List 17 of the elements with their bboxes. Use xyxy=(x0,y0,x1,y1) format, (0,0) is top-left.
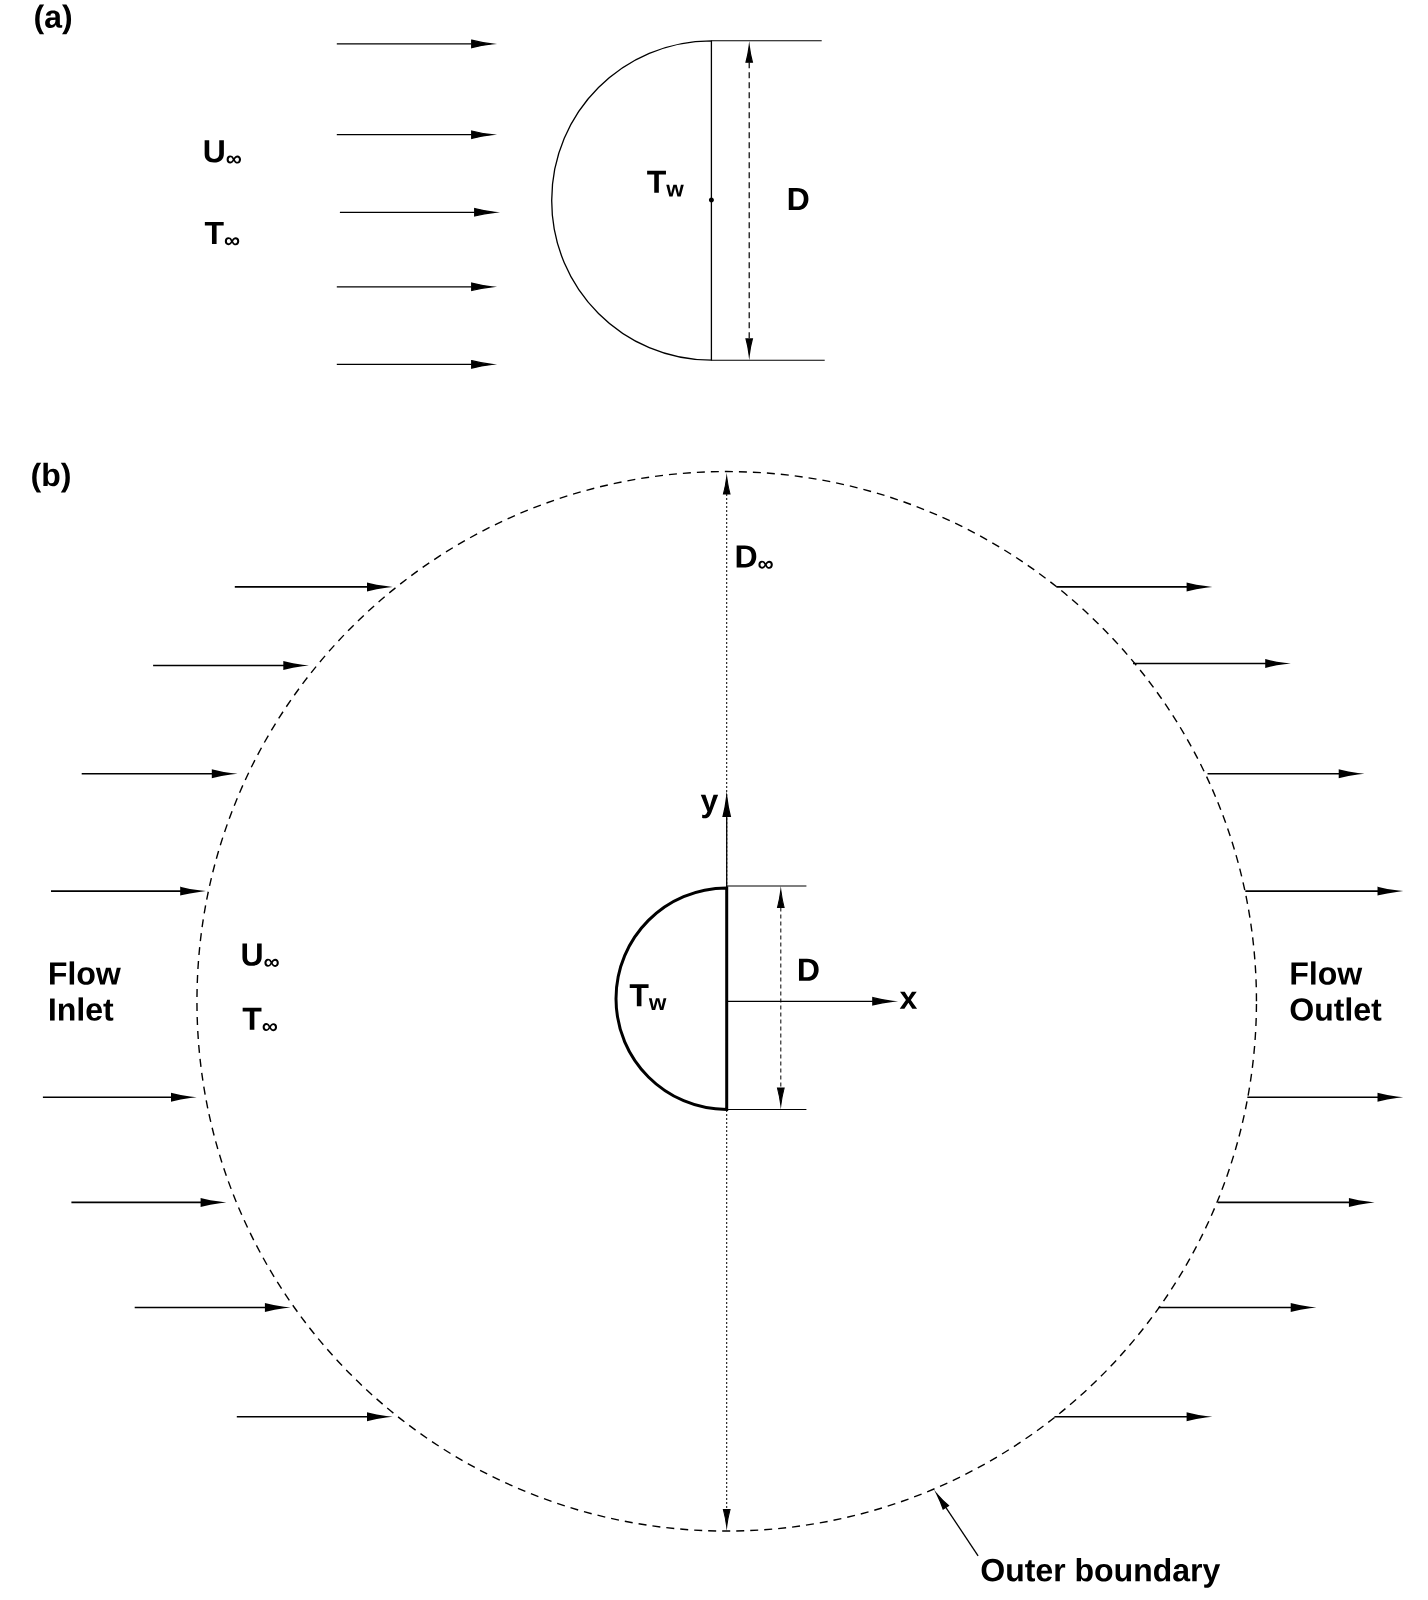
symbol-label: U$_{∞}$ xyxy=(204,140,241,164)
panel-label: (b) xyxy=(32,462,70,493)
symbol-label: T$_{w}$ xyxy=(647,170,684,197)
symbol-label: T$_{∞}$ xyxy=(204,221,240,246)
symbol-label: T$_{w}$ xyxy=(629,984,667,1011)
axis-label: x xyxy=(899,991,918,1009)
symbol-label: T$_{∞}$ xyxy=(242,1007,278,1032)
symbol-label: U$_{∞}$ xyxy=(242,943,279,967)
axis-label: y xyxy=(700,794,719,819)
symbol-label: D xyxy=(799,958,819,981)
callout-label: Outer boundary xyxy=(981,1558,1221,1588)
panel-label: (a) xyxy=(35,4,72,35)
symbol-label: D$_{∞}$ xyxy=(736,545,773,569)
symbol-label: D xyxy=(788,188,809,210)
boundary-label: Flow Inlet xyxy=(50,961,121,1021)
boundary-circle xyxy=(196,470,1258,1532)
boundary-label: Flow Outlet xyxy=(1290,961,1382,1021)
